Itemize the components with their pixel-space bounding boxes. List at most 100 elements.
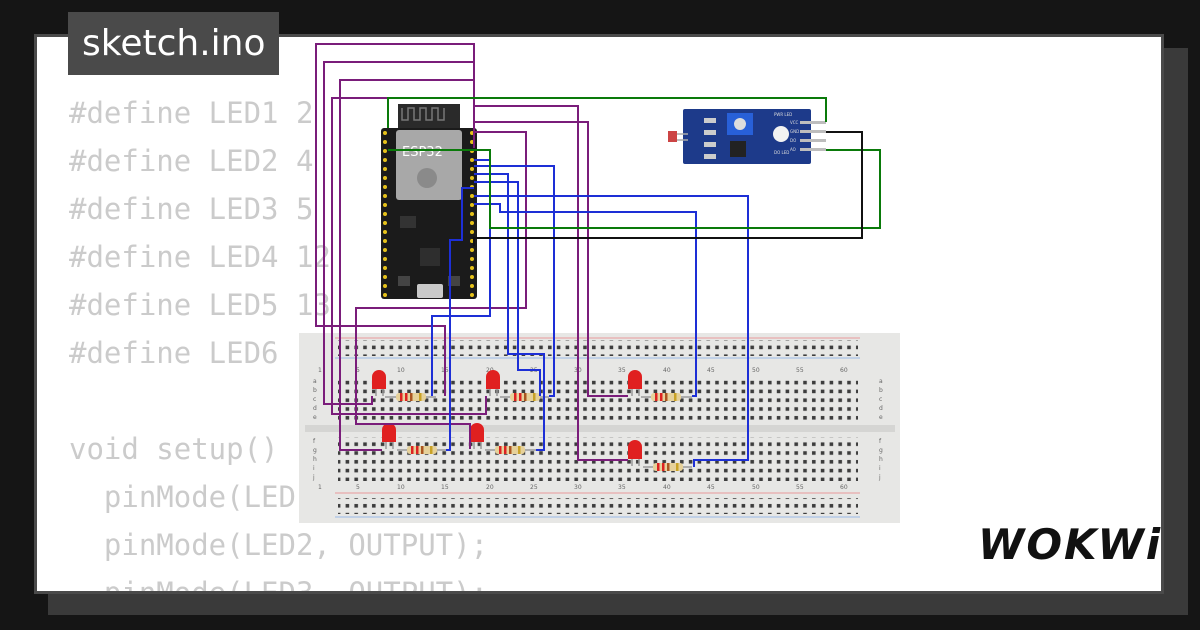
code-line: #define LED1 2 xyxy=(69,96,314,130)
wire-blue[interactable] xyxy=(474,181,541,396)
wire-green[interactable] xyxy=(388,149,881,229)
espressif-logo-icon xyxy=(417,168,437,188)
en-button[interactable] xyxy=(448,276,460,286)
col-number: 15 xyxy=(441,484,449,491)
wokwi-logo: WOKWi xyxy=(978,520,1163,569)
row-letter: b xyxy=(879,387,883,394)
wire-blue[interactable] xyxy=(474,195,749,467)
wire-green[interactable] xyxy=(387,97,827,128)
row-letter: j xyxy=(312,474,315,481)
row-letter: f xyxy=(879,438,882,445)
row-letter: h xyxy=(879,456,883,463)
col-number: 1 xyxy=(318,367,322,374)
row-letter: a xyxy=(313,378,317,385)
filename-tab[interactable]: sketch.ino xyxy=(68,12,280,75)
sensor-pin-label: VCC xyxy=(790,120,799,125)
row-letter: c xyxy=(879,396,882,403)
code-line: pinMode(LED2, OUTPUT); xyxy=(69,528,489,562)
col-number: 20 xyxy=(486,367,494,374)
code-line: #define LED2 4 xyxy=(69,144,314,178)
sensor-led-icon xyxy=(773,126,789,142)
wire-purple[interactable] xyxy=(474,105,628,461)
col-number: 5 xyxy=(356,367,360,374)
power-rail-bottom xyxy=(338,498,858,514)
sensor-header-pins xyxy=(800,121,826,151)
led-6[interactable] xyxy=(628,440,642,466)
wire-blue[interactable] xyxy=(474,165,555,397)
led-4[interactable] xyxy=(382,423,396,449)
sensor-pin-label: GND xyxy=(790,129,799,134)
leds xyxy=(372,370,642,466)
col-number: 60 xyxy=(840,484,848,491)
col-number: 40 xyxy=(663,484,671,491)
row-letter: c xyxy=(313,396,316,403)
col-number: 40 xyxy=(663,367,671,374)
resistor-1[interactable] xyxy=(385,393,436,401)
usb-port-icon xyxy=(417,284,443,298)
col-number: 20 xyxy=(486,484,494,491)
col-number: 45 xyxy=(707,484,715,491)
row-letter: d xyxy=(313,405,317,412)
col-number: 10 xyxy=(397,367,405,374)
sensor-side-label: PWR LED xyxy=(774,112,792,117)
light-sensor-module[interactable]: PWR LED DO LED VCC GND DO AO xyxy=(668,109,826,164)
wires xyxy=(315,43,881,467)
sensor-pin-label: DO xyxy=(790,138,796,143)
power-rail-top xyxy=(338,340,858,356)
esp32-board[interactable]: ESP32 xyxy=(381,104,477,299)
led-1[interactable] xyxy=(372,370,386,396)
col-number: 35 xyxy=(618,367,626,374)
center-channel xyxy=(305,425,895,432)
wire-blue[interactable] xyxy=(446,187,474,451)
resistor-6[interactable] xyxy=(643,463,692,471)
code-line: #define LED4 12 xyxy=(69,240,331,274)
col-number: 25 xyxy=(530,484,538,491)
col-number: 50 xyxy=(752,367,760,374)
wire-purple[interactable] xyxy=(355,131,527,449)
row-letter: b xyxy=(313,387,317,394)
col-number: 1 xyxy=(318,484,322,491)
row-letter: h xyxy=(313,456,317,463)
led-2[interactable] xyxy=(486,370,500,396)
row-letter: g xyxy=(313,447,317,454)
row-letter: e xyxy=(879,414,883,421)
wire-purple[interactable] xyxy=(315,43,475,396)
code-line: pinMode(LED3, OUTPUT); xyxy=(69,576,489,594)
code-line: #define LED5 13 xyxy=(69,288,331,322)
col-number: 5 xyxy=(356,484,360,491)
resistor-3[interactable] xyxy=(641,393,692,401)
wire-blue[interactable] xyxy=(474,203,697,397)
col-number: 50 xyxy=(752,484,760,491)
comparator-chip xyxy=(730,141,746,157)
col-number: 55 xyxy=(796,484,804,491)
row-letter: f xyxy=(313,438,316,445)
code-line: #define LED3 5 xyxy=(69,192,314,226)
resistor-4[interactable] xyxy=(397,446,446,454)
col-number: 60 xyxy=(840,367,848,374)
wire-blue[interactable] xyxy=(474,173,545,451)
esp32-header-pins xyxy=(383,131,474,297)
boot-button[interactable] xyxy=(398,276,410,286)
col-number: 30 xyxy=(574,484,582,491)
led-3[interactable] xyxy=(628,370,642,396)
wire-blue[interactable] xyxy=(431,159,491,396)
photoresistor xyxy=(668,131,677,142)
resistors xyxy=(385,393,692,471)
wire-black[interactable] xyxy=(473,131,863,246)
col-number: 55 xyxy=(796,367,804,374)
sensor-pin-label: AO xyxy=(790,147,796,152)
row-letter: i xyxy=(313,465,315,472)
led-5[interactable] xyxy=(470,423,484,449)
antenna-trace xyxy=(401,107,445,121)
wire-purple[interactable] xyxy=(323,61,475,405)
esp32-label: ESP32 xyxy=(402,145,443,160)
row-letter: g xyxy=(879,447,883,454)
wire-purple[interactable] xyxy=(474,121,628,397)
resistor-2[interactable] xyxy=(500,393,549,401)
sensor-side-label: DO LED xyxy=(774,150,789,155)
resistor-5[interactable] xyxy=(485,446,536,454)
row-letter: d xyxy=(879,405,883,412)
row-letter: a xyxy=(879,378,883,385)
row-letter: e xyxy=(313,414,317,421)
